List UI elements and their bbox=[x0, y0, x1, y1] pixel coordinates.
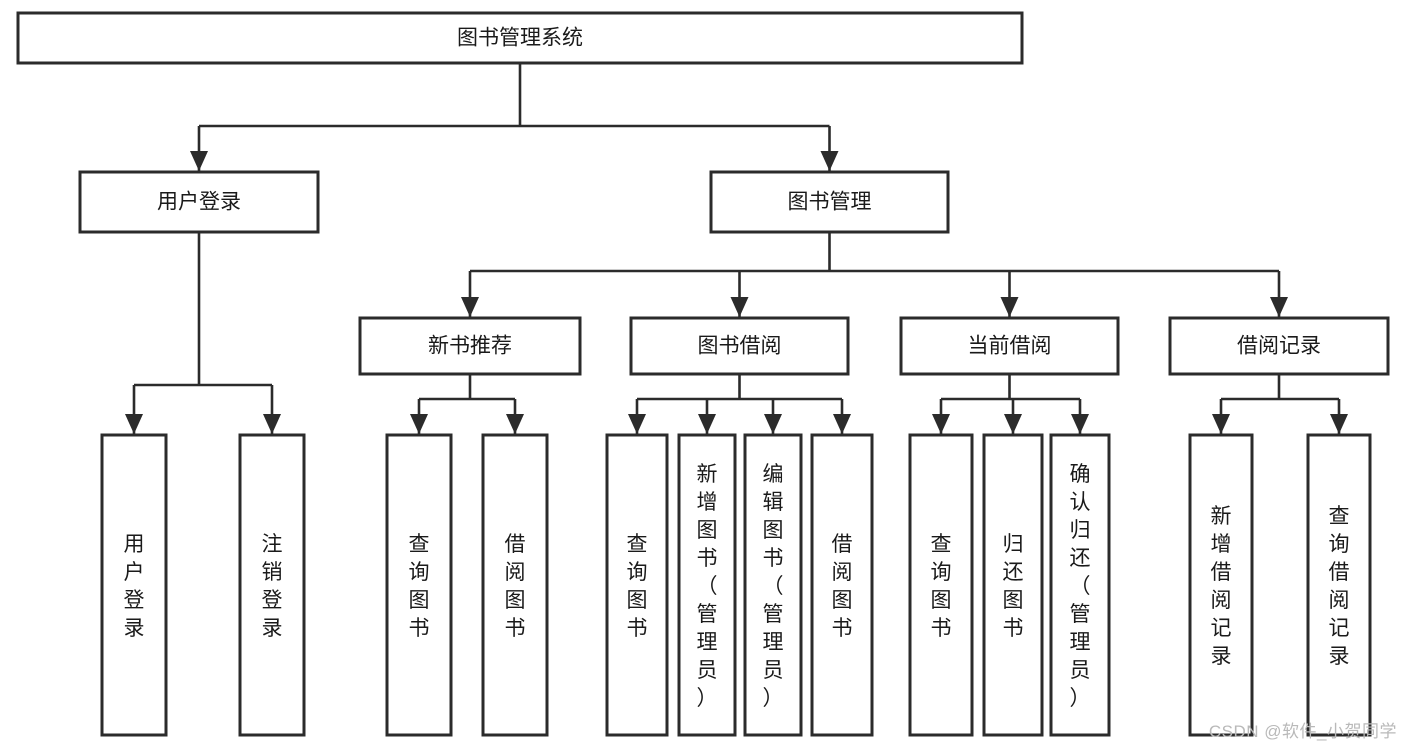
arrow-head-icon bbox=[932, 414, 950, 434]
node-box bbox=[1049, 433, 1111, 737]
node-label: 图书管理 bbox=[788, 191, 872, 214]
node-box bbox=[1168, 316, 1390, 376]
arrow-head-icon bbox=[461, 297, 479, 317]
node-box bbox=[100, 433, 168, 737]
node-label: 新增借阅记录 bbox=[1211, 505, 1232, 668]
node-label: 编辑图书（管理员） bbox=[763, 463, 784, 710]
node-box bbox=[1306, 433, 1372, 737]
node-box bbox=[16, 11, 1024, 65]
node-box bbox=[481, 433, 549, 737]
node-leaf-borrow-book-2[interactable]: 借阅图书 bbox=[810, 433, 874, 737]
node-box bbox=[908, 433, 974, 737]
node-label: 用户登录 bbox=[157, 191, 241, 214]
node-leaf-user-login[interactable]: 用户登录 bbox=[100, 433, 168, 737]
node-leaf-query-book-3[interactable]: 查询图书 bbox=[908, 433, 974, 737]
node-box bbox=[238, 433, 306, 737]
node-box bbox=[78, 170, 320, 234]
node-label: 借阅图书 bbox=[832, 533, 853, 640]
edge-group-borrow-record bbox=[1212, 374, 1348, 434]
arrow-head-icon bbox=[1000, 297, 1019, 317]
node-leaf-logout[interactable]: 注销登录 bbox=[238, 433, 306, 737]
arrow-head-icon bbox=[410, 414, 428, 434]
arrow-head-icon bbox=[820, 151, 839, 171]
arrow-head-icon bbox=[1330, 414, 1348, 434]
node-leaf-query-book-1[interactable]: 查询图书 bbox=[385, 433, 453, 737]
edge-group-book-manage bbox=[461, 232, 1288, 317]
node-borrow-record[interactable]: 借阅记录 bbox=[1168, 316, 1390, 376]
edge-group-root bbox=[190, 63, 839, 171]
node-root[interactable]: 图书管理系统 bbox=[16, 11, 1024, 65]
edge-group-new-book-rec bbox=[410, 374, 524, 434]
node-book-manage[interactable]: 图书管理 bbox=[709, 170, 950, 234]
arrow-head-icon bbox=[125, 414, 143, 434]
node-label: 查询图书 bbox=[627, 533, 648, 640]
arrow-head-icon bbox=[764, 414, 782, 434]
arrow-head-icon bbox=[263, 414, 281, 434]
node-leaf-borrow-book-1[interactable]: 借阅图书 bbox=[481, 433, 549, 737]
node-label: 用户登录 bbox=[124, 533, 145, 640]
node-leaf-add-record[interactable]: 新增借阅记录 bbox=[1188, 433, 1254, 737]
node-box bbox=[358, 316, 582, 376]
node-label: 注销登录 bbox=[262, 533, 283, 640]
node-book-borrow[interactable]: 图书借阅 bbox=[629, 316, 850, 376]
arrow-head-icon bbox=[190, 151, 208, 171]
node-leaf-query-record[interactable]: 查询借阅记录 bbox=[1306, 433, 1372, 737]
node-box bbox=[982, 433, 1044, 737]
node-label: 查询借阅记录 bbox=[1329, 505, 1350, 668]
arrow-head-icon bbox=[730, 297, 749, 317]
node-user-login[interactable]: 用户登录 bbox=[78, 170, 320, 234]
arrow-head-icon bbox=[628, 414, 646, 434]
arrow-head-icon bbox=[833, 414, 851, 434]
node-layer: 图书管理系统用户登录图书管理新书推荐图书借阅当前借阅借阅记录用户登录注销登录查询… bbox=[16, 11, 1390, 737]
node-label: 借阅图书 bbox=[505, 533, 526, 640]
arrow-head-icon bbox=[1212, 414, 1230, 434]
node-box bbox=[810, 433, 874, 737]
edge-group-user-login bbox=[125, 232, 281, 434]
node-label: 归还图书 bbox=[1003, 533, 1024, 640]
node-label: 查询图书 bbox=[409, 533, 430, 640]
connector-layer bbox=[125, 63, 1348, 434]
arrow-head-icon bbox=[1071, 414, 1089, 434]
node-new-book-rec[interactable]: 新书推荐 bbox=[358, 316, 582, 376]
arrow-head-icon bbox=[698, 414, 716, 434]
node-leaf-edit-book[interactable]: 编辑图书（管理员） bbox=[743, 433, 803, 737]
node-leaf-confirm-return[interactable]: 确认归还（管理员） bbox=[1049, 433, 1111, 737]
node-leaf-add-book[interactable]: 新增图书（管理员） bbox=[677, 433, 737, 737]
node-box bbox=[629, 316, 850, 376]
node-box bbox=[605, 433, 669, 737]
node-box bbox=[899, 316, 1120, 376]
edge-group-book-borrow bbox=[628, 374, 851, 434]
node-label: 图书管理系统 bbox=[457, 27, 583, 50]
edge-group-current-borrow bbox=[932, 374, 1089, 434]
arrow-head-icon bbox=[1004, 414, 1022, 434]
node-label: 当前借阅 bbox=[968, 335, 1052, 358]
node-box bbox=[1188, 433, 1254, 737]
node-box bbox=[677, 433, 737, 737]
node-label: 图书借阅 bbox=[698, 335, 782, 358]
node-leaf-query-book-2[interactable]: 查询图书 bbox=[605, 433, 669, 737]
node-box bbox=[743, 433, 803, 737]
node-label: 查询图书 bbox=[931, 533, 952, 640]
node-box bbox=[709, 170, 950, 234]
node-label: 确认归还（管理员） bbox=[1070, 463, 1091, 710]
node-label: 新增图书（管理员） bbox=[697, 463, 718, 710]
node-box bbox=[385, 433, 453, 737]
node-label: 新书推荐 bbox=[428, 335, 512, 358]
node-current-borrow[interactable]: 当前借阅 bbox=[899, 316, 1120, 376]
node-label: 借阅记录 bbox=[1237, 335, 1321, 358]
arrow-head-icon bbox=[506, 414, 524, 434]
arrow-head-icon bbox=[1270, 297, 1288, 317]
node-leaf-return-book[interactable]: 归还图书 bbox=[982, 433, 1044, 737]
